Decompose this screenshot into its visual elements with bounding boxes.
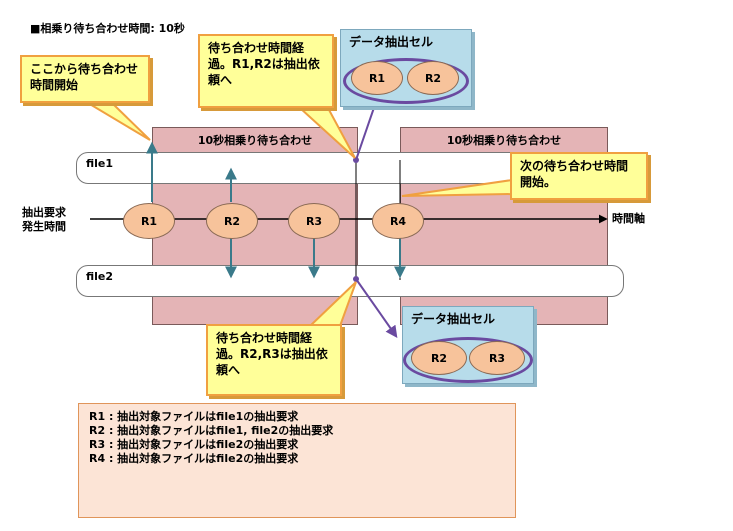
callout-wait2: 待ち合わせ時間経過。R2,R3は抽出依頼へ [206,324,342,396]
callout-wait2-tail [307,281,357,327]
legend-line-r4: R4 : 抽出対象ファイルはfile2の抽出要求 [89,452,299,465]
data-cell-1-ring [343,58,469,104]
request-r2: R2 [206,203,258,239]
wait-window-1-label: 10秒相乗り待ち合わせ [197,134,313,147]
data-cell-2-ring [403,337,533,383]
request-r1: R1 [123,203,175,239]
data-cell-2-item-r2: R2 [411,341,467,375]
pointer-to-cell-2 [355,278,398,338]
axis-origin-label: 抽出要求 発生時間 [22,206,66,233]
callout-start-tail [84,102,151,141]
data-cell-1: データ抽出セル R1 R2 [340,29,472,107]
axis-end-label: 時間軸 [612,212,645,225]
data-cell-1-item-r1: R1 [351,61,403,95]
data-cell-1-item-r2: R2 [407,61,459,95]
wait-window-2-label: 10秒相乗り待ち合わせ [446,134,562,147]
request-r4: R4 [372,203,424,239]
callout-wait1: 待ち合わせ時間経過。R1,R2は抽出依頼へ [198,34,334,108]
data-cell-1-title: データ抽出セル [349,35,434,49]
data-cell-2: データ抽出セル R2 R3 [402,306,534,384]
data-cell-2-title: データ抽出セル [411,312,496,326]
file2-label: file2 [86,270,114,283]
legend-box: R1 : 抽出対象ファイルはfile1の抽出要求 R2 : 抽出対象ファイルはf… [78,403,516,518]
request-r3: R3 [288,203,340,239]
legend-line-r1: R1 : 抽出対象ファイルはfile1の抽出要求 [89,410,299,423]
data-cell-2-item-r3: R3 [469,341,525,375]
callout-wait1-tail [297,107,356,159]
legend-line-r3: R3 : 抽出対象ファイルはfile2の抽出要求 [89,438,299,451]
callout-next-tail [401,178,513,197]
callout-next: 次の待ち合わせ時間開始。 [510,152,648,200]
diagram-title: ■相乗り待ち合わせ時間: 10秒 [30,22,185,35]
callout-start: ここから待ち合わせ時間開始 [20,55,150,103]
legend-line-r2: R2 : 抽出対象ファイルはfile1, file2の抽出要求 [89,424,334,437]
file1-label: file1 [86,157,114,170]
